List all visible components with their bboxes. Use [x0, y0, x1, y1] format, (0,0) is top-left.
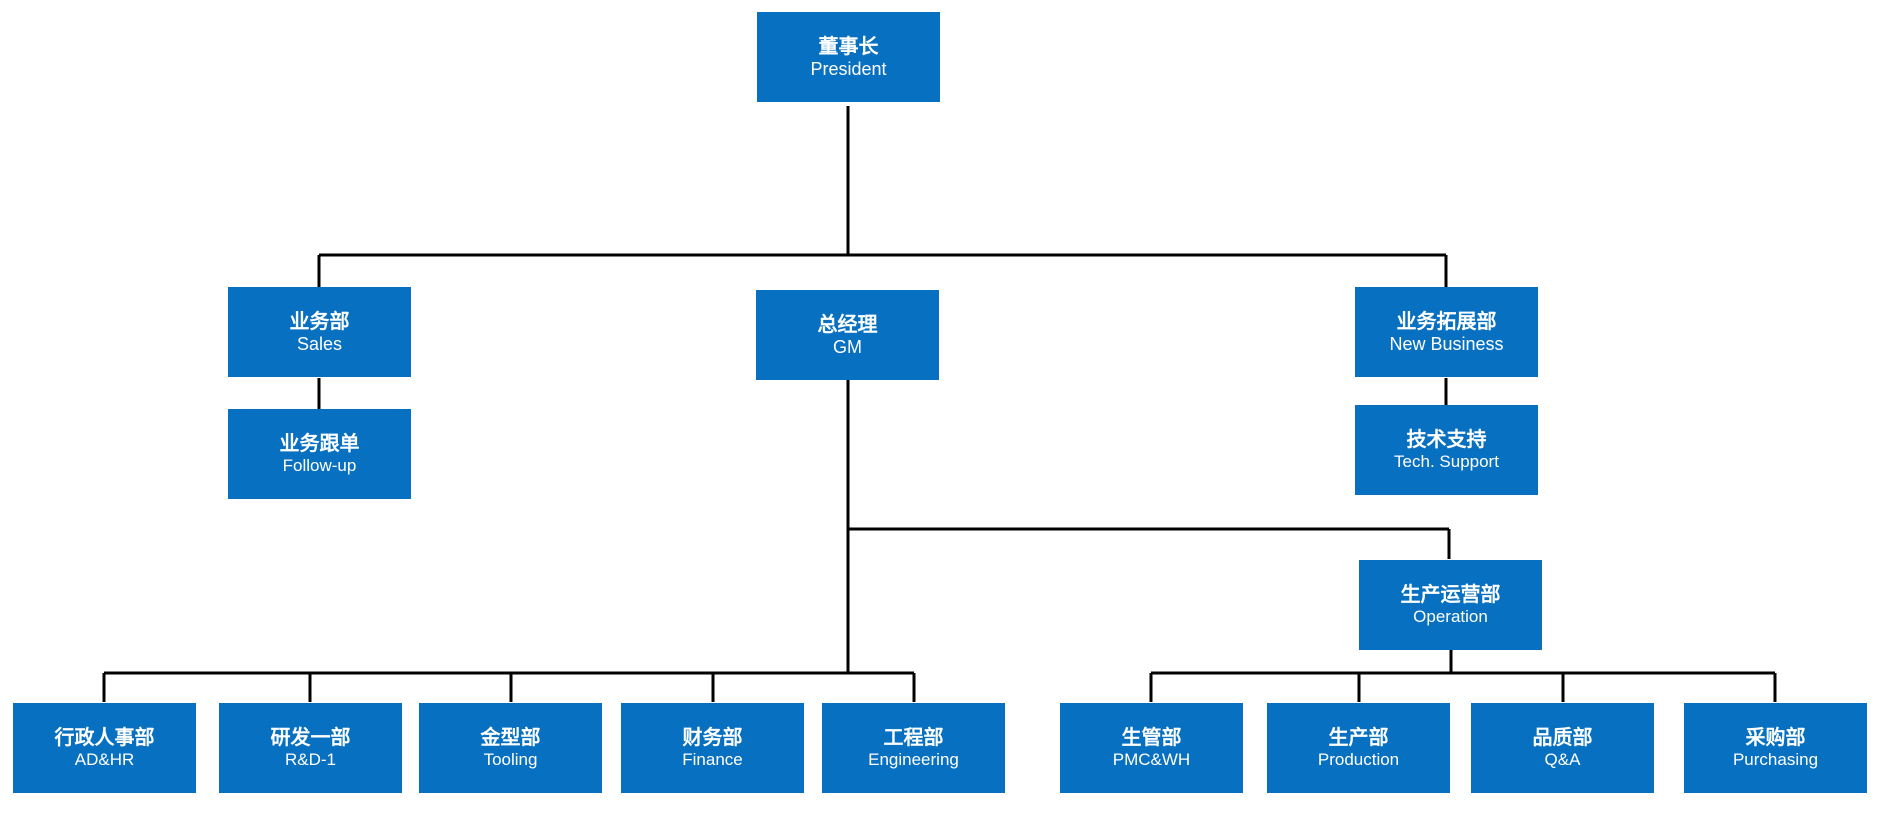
- node-operation: 生产运营部 Operation: [1359, 560, 1542, 650]
- node-president-cn: 董事长: [818, 34, 879, 58]
- node-tech-support-en: Tech. Support: [1394, 452, 1499, 471]
- node-tooling-en: Tooling: [483, 750, 538, 769]
- node-gm-en: GM: [833, 337, 862, 357]
- node-tech-support: 技术支持 Tech. Support: [1355, 405, 1538, 495]
- node-ad-hr: 行政人事部 AD&HR: [13, 703, 196, 793]
- node-president-en: President: [810, 59, 887, 79]
- node-engineering-en: Engineering: [868, 750, 959, 769]
- node-tooling: 金型部 Tooling: [419, 703, 602, 793]
- node-rd1-en: R&D-1: [284, 750, 336, 769]
- node-purchasing: 采购部 Purchasing: [1684, 703, 1867, 793]
- node-follow-up: 业务跟单 Follow-up: [228, 409, 411, 499]
- node-sales: 业务部 Sales: [228, 287, 411, 377]
- node-production: 生产部 Production: [1267, 703, 1450, 793]
- node-operation-en: Operation: [1413, 607, 1488, 626]
- node-engineering-cn: 工程部: [883, 725, 944, 749]
- node-purchasing-en: Purchasing: [1732, 750, 1819, 769]
- node-qa-en: Q&A: [1544, 750, 1581, 769]
- node-qa: 品质部 Q&A: [1471, 703, 1654, 793]
- node-production-cn: 生产部: [1328, 725, 1389, 749]
- node-new-business-cn: 业务拓展部: [1396, 309, 1497, 333]
- node-ad-hr-cn: 行政人事部: [54, 725, 155, 749]
- node-tech-support-cn: 技术支持: [1406, 427, 1487, 451]
- node-new-business-en: New Business: [1389, 334, 1504, 354]
- node-engineering: 工程部 Engineering: [822, 703, 1005, 793]
- node-ad-hr-en: AD&HR: [74, 750, 135, 769]
- node-follow-up-cn: 业务跟单: [279, 431, 360, 455]
- node-pmc-wh-en: PMC&WH: [1112, 750, 1191, 769]
- node-rd1-cn: 研发一部: [270, 725, 351, 749]
- node-follow-up-en: Follow-up: [282, 456, 357, 475]
- node-operation-cn: 生产运营部: [1400, 582, 1501, 606]
- node-rd1: 研发一部 R&D-1: [219, 703, 402, 793]
- node-finance: 财务部 Finance: [621, 703, 804, 793]
- node-production-en: Production: [1317, 750, 1400, 769]
- node-qa-cn: 品质部: [1532, 725, 1593, 749]
- node-pmc-wh: 生管部 PMC&WH: [1060, 703, 1243, 793]
- node-new-business: 业务拓展部 New Business: [1355, 287, 1538, 377]
- node-gm-cn: 总经理: [817, 312, 878, 336]
- node-finance-cn: 财务部: [682, 725, 743, 749]
- node-sales-cn: 业务部: [289, 309, 350, 333]
- node-purchasing-cn: 采购部: [1745, 725, 1806, 749]
- node-pmc-wh-cn: 生管部: [1121, 725, 1182, 749]
- node-tooling-cn: 金型部: [480, 725, 541, 749]
- node-finance-en: Finance: [682, 750, 743, 769]
- node-sales-en: Sales: [296, 334, 343, 354]
- node-president: 董事长 President: [757, 12, 940, 102]
- node-gm: 总经理 GM: [756, 290, 939, 380]
